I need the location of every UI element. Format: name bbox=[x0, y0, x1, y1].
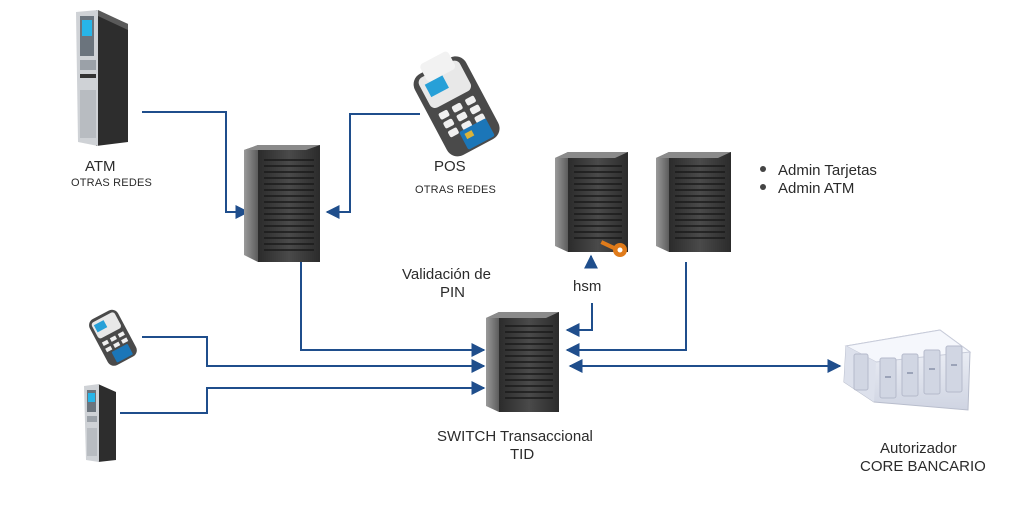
pos-terminal-small-icon bbox=[89, 309, 137, 366]
acquirer-to-switch-connector bbox=[300, 262, 486, 357]
pos-subtitle: OTRAS REDES bbox=[415, 184, 497, 196]
atm-to-acquirer-connector bbox=[142, 111, 250, 219]
core-banking-icon bbox=[843, 329, 972, 411]
key-icon bbox=[600, 240, 627, 257]
validacion-pin-line1: Validación de bbox=[402, 266, 491, 283]
admin-list: Admin Tarjetas Admin ATM bbox=[760, 162, 877, 198]
core-label-line2: CORE BANCARIO bbox=[860, 458, 986, 475]
connectors bbox=[120, 111, 842, 414]
validacion-pin-line2: PIN bbox=[440, 284, 466, 301]
hsm-to-switch-connector bbox=[565, 303, 593, 337]
pos-small-to-switch-connector bbox=[142, 336, 486, 373]
atm-subtitle: OTRAS REDES bbox=[71, 177, 153, 189]
atm-machine-icon bbox=[76, 10, 128, 146]
atm-machine-small-icon bbox=[84, 384, 116, 462]
acquirer-server-icon bbox=[244, 145, 320, 262]
admin-server-icon bbox=[656, 152, 731, 252]
pos-to-acquirer-connector bbox=[325, 113, 420, 219]
pos-title: POS bbox=[434, 158, 466, 175]
hsm-label: hsm bbox=[573, 278, 602, 295]
admin-list-item: Admin ATM bbox=[760, 180, 877, 198]
atm-small-to-switch-connector bbox=[120, 381, 486, 414]
hsm-server-icon bbox=[555, 152, 628, 252]
bullet-icon bbox=[760, 166, 766, 173]
atm-title: ATM bbox=[85, 158, 116, 175]
admin-to-switch-connector bbox=[565, 262, 687, 357]
admin-list-item: Admin Tarjetas bbox=[760, 162, 877, 180]
switch-server-icon bbox=[486, 312, 559, 412]
bullet-icon bbox=[760, 184, 766, 191]
pos-terminal-icon bbox=[413, 51, 500, 157]
switch-label-line1: SWITCH Transaccional bbox=[437, 428, 593, 445]
switch-label-line2: TID bbox=[510, 446, 535, 463]
admin-tarjetas-label: Admin Tarjetas bbox=[778, 162, 877, 179]
core-label-line1: Autorizador bbox=[880, 440, 957, 457]
admin-atm-label: Admin ATM bbox=[778, 180, 855, 197]
